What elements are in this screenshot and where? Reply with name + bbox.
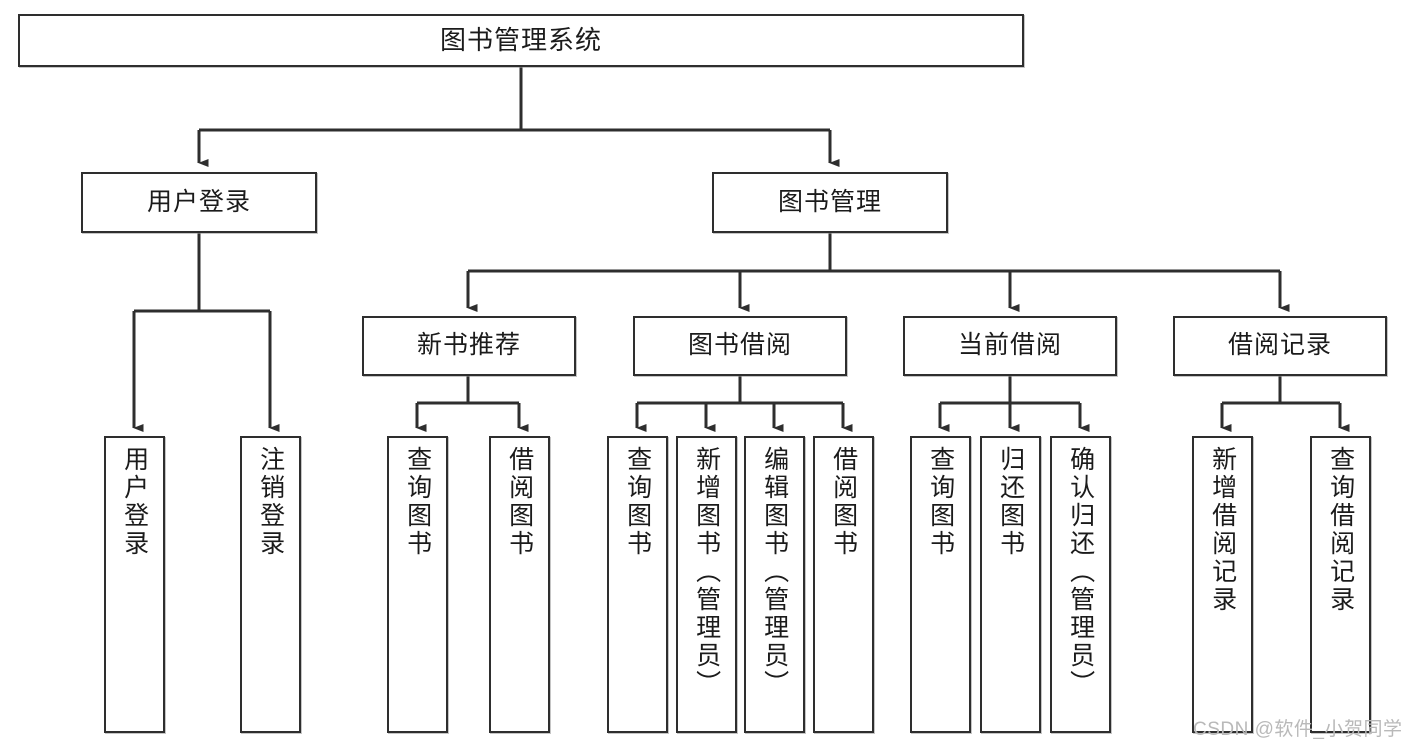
node-label: 用户登录: [146, 187, 251, 216]
node-label: 查询图书: [623, 446, 652, 558]
node-label: 借阅记录: [1227, 331, 1332, 360]
node-label: 查询借阅记录: [1326, 446, 1355, 614]
node-leaf-query-borrow-record[interactable]: 查询借阅记录: [1310, 436, 1371, 733]
node-label: 图书管理: [777, 187, 882, 216]
node-label: 归还图书: [996, 446, 1025, 558]
node-leaf-edit-book-admin[interactable]: 编辑图书（管理员）: [744, 436, 805, 733]
node-root-system[interactable]: 图书管理系统: [18, 14, 1024, 67]
node-leaf-query-book-current[interactable]: 查询图书: [910, 436, 971, 733]
node-label: 确认归还（管理员）: [1066, 446, 1095, 698]
node-leaf-add-borrow-record[interactable]: 新增借阅记录: [1192, 436, 1253, 733]
node-label: 用户登录: [120, 446, 149, 558]
node-label: 编辑图书（管理员）: [760, 446, 789, 698]
node-label: 借阅图书: [829, 446, 858, 558]
node-leaf-query-book-recommend[interactable]: 查询图书: [387, 436, 448, 733]
node-book-borrow[interactable]: 图书借阅: [633, 316, 847, 376]
node-leaf-confirm-return-admin[interactable]: 确认归还（管理员）: [1050, 436, 1111, 733]
node-label: 注销登录: [256, 446, 285, 558]
node-label: 新书推荐: [416, 331, 521, 360]
node-leaf-borrow-book[interactable]: 借阅图书: [813, 436, 874, 733]
node-leaf-add-book-admin[interactable]: 新增图书（管理员）: [676, 436, 737, 733]
node-label: 图书管理系统: [439, 25, 602, 56]
node-new-book-recommend[interactable]: 新书推荐: [362, 316, 576, 376]
node-label: 当前借阅: [957, 331, 1062, 360]
node-label: 查询图书: [403, 446, 432, 558]
node-borrow-records[interactable]: 借阅记录: [1173, 316, 1387, 376]
node-label: 新增图书（管理员）: [692, 446, 721, 698]
node-leaf-return-book[interactable]: 归还图书: [980, 436, 1041, 733]
node-leaf-borrow-book-recommend[interactable]: 借阅图书: [489, 436, 550, 733]
node-label: 借阅图书: [505, 446, 534, 558]
node-current-borrow[interactable]: 当前借阅: [903, 316, 1117, 376]
node-leaf-user-login[interactable]: 用户登录: [104, 436, 165, 733]
node-label: 查询图书: [926, 446, 955, 558]
node-leaf-query-book-borrow[interactable]: 查询图书: [607, 436, 668, 733]
node-leaf-logout[interactable]: 注销登录: [240, 436, 301, 733]
node-label: 新增借阅记录: [1208, 446, 1237, 614]
node-user-login[interactable]: 用户登录: [81, 172, 317, 233]
csdn-watermark: CSDN @软件_小贺同学: [1193, 719, 1403, 740]
node-book-management[interactable]: 图书管理: [712, 172, 948, 233]
node-label: 图书借阅: [687, 331, 792, 360]
